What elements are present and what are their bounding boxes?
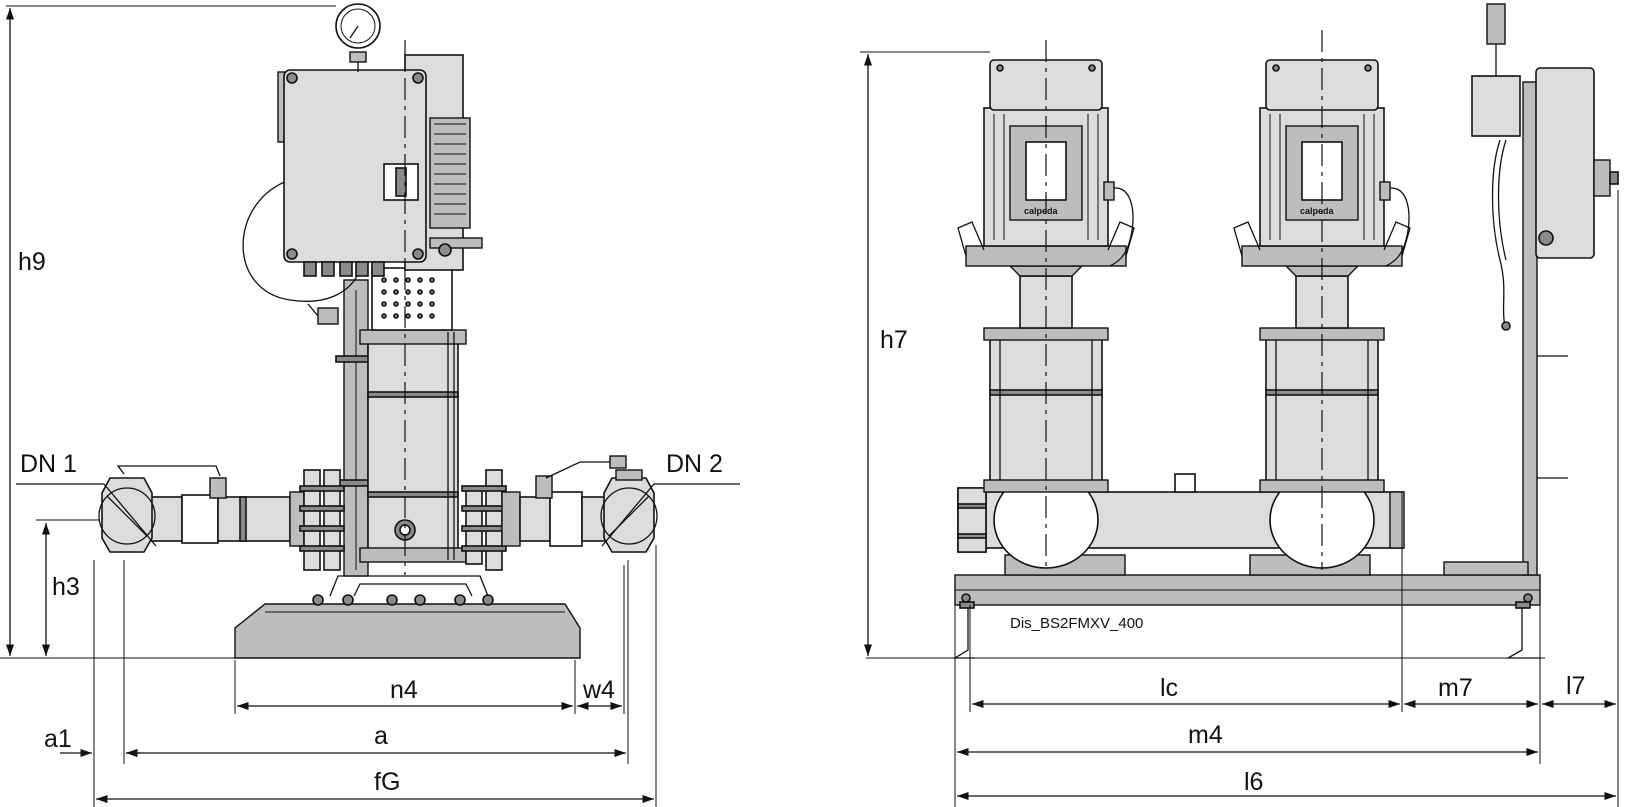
dim-lc: lc (1160, 674, 1178, 702)
dim-m4: m4 (1188, 721, 1223, 749)
dim-h3: h3 (52, 573, 80, 601)
panel-support (1443, 3, 1619, 576)
dim-w4: w4 (582, 676, 615, 704)
label-dn2: DN 2 (666, 450, 723, 478)
dim-h9: h9 (18, 248, 46, 276)
dn2-connection (603, 477, 655, 553)
drawing-id: Dis_BS2FMXV_400 (1010, 615, 1143, 632)
dn1-connection (101, 477, 153, 553)
pump-unit-1: calpeda (957, 40, 1135, 576)
dim-m7: m7 (1438, 674, 1473, 702)
base-bolts (312, 594, 494, 606)
lantern-holes (381, 277, 435, 319)
front-view: calpeda (860, 3, 1619, 807)
dim-a: a (374, 722, 388, 750)
pump-body (367, 331, 459, 557)
base-plate (234, 603, 581, 659)
pump-unit-2: calpeda (1233, 30, 1411, 576)
dim-h7: h7 (880, 326, 908, 354)
motor-brand-2: calpeda (1300, 206, 1335, 216)
dim-a1: a1 (44, 725, 72, 753)
label-dn1: DN 1 (20, 450, 77, 478)
cable-glands (303, 261, 385, 277)
dim-n4: n4 (390, 676, 418, 704)
side-view: h9 h3 DN 1 DN 2 n4 w4 a1 a (0, 3, 740, 807)
dim-l7: l7 (1566, 672, 1585, 700)
dim-fG: fG (374, 768, 400, 796)
dim-l6: l6 (1244, 768, 1263, 796)
motor-brand-1: calpeda (1024, 206, 1059, 216)
flange-left (303, 469, 321, 571)
control-box (283, 69, 427, 263)
